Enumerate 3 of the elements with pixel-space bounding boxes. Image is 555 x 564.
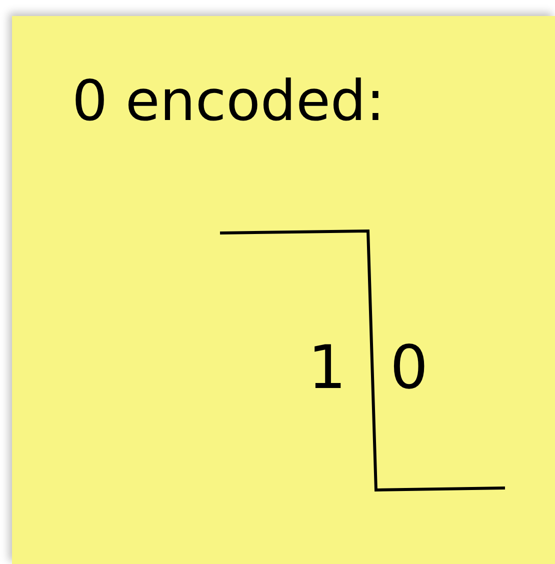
bit-label: 0 <box>390 338 428 398</box>
title: 0 encoded: <box>72 74 385 130</box>
bit-label: 1 <box>308 338 346 398</box>
